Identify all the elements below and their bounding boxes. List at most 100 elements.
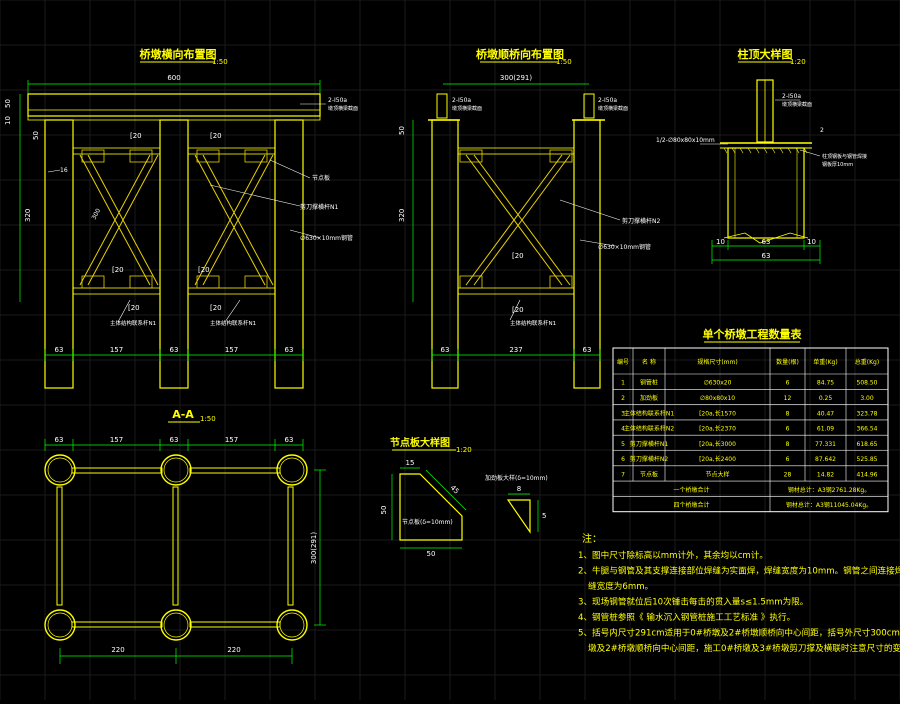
side-c20-label: [20 — [512, 252, 524, 260]
table-cell: [20a,长1570 — [699, 409, 736, 417]
dtop-pipe — [727, 147, 805, 239]
table-header-cell: 规格尺寸(mm) — [697, 358, 737, 366]
dtop-beam-label-2: 墩顶横梁截面 — [782, 101, 812, 108]
section-pile-inner — [47, 612, 73, 638]
table-cell: 4 — [621, 426, 625, 433]
table-cell: 2 — [621, 395, 625, 402]
table-cell: 3.00 — [860, 395, 874, 402]
dim-label: 237 — [509, 346, 522, 354]
section-pile-inner — [279, 457, 305, 483]
front-c20-mid-1: [20 — [112, 266, 124, 274]
stiffener-dim-top: 8 — [517, 485, 521, 493]
dtop-break-line — [723, 232, 809, 244]
note-line: 5、括号内尺寸291cm适用于0#桥墩及2#桥墩顺桥向中心间距，括号外尺寸300… — [578, 627, 900, 639]
node-scale: 1:20 — [456, 446, 472, 454]
front-c20-bot-2: [20 — [210, 304, 222, 312]
table-header-cell: 编号 — [617, 358, 629, 366]
front-side-num: 16 — [60, 167, 68, 174]
table-cell: 剪刀撑横杆N1 — [630, 440, 668, 448]
table-cell: 6 — [621, 456, 625, 463]
table-cell: 87.642 — [815, 456, 836, 463]
dim-label: 157 — [225, 346, 238, 354]
front-dim-height: 320 — [24, 209, 32, 222]
dim-label: 63 — [170, 346, 179, 354]
table-cell: 618.65 — [857, 441, 878, 448]
side-node-plates — [459, 149, 573, 289]
side-beam-left-label: 2-I50a — [452, 97, 471, 104]
section-dim-top-ticks — [44, 439, 304, 451]
weld-mark — [755, 147, 760, 154]
front-c20-top-2: [20 — [210, 132, 222, 140]
note-line: 3、现场钢管就位后10次锤击每击的贯入量s≤1.5mm为限。 — [578, 596, 808, 608]
dtop-weld-marks — [723, 147, 808, 154]
section-dim-bottom-ticks — [59, 648, 293, 664]
side-pile-right — [573, 119, 601, 389]
dtop-dim-total: 63 — [762, 252, 771, 260]
table-cell: ∅80x80x10 — [700, 395, 735, 402]
note-line: 缝宽度为6mm。 — [588, 580, 653, 592]
front-tie-right-label: 主体结构联系杆N1 — [210, 319, 256, 327]
front-elevation-view: 桥墩横向布置图 1:50 600 50 10 50 320 — [4, 47, 358, 389]
dtop-dim-side: 2 — [820, 127, 824, 134]
node-title: 节点板大样图 — [390, 436, 450, 449]
table-cell: 1 — [621, 380, 625, 387]
table-cell: 366.54 — [857, 426, 878, 433]
weld-mark — [739, 147, 744, 154]
front-dim-top: 600 — [167, 74, 180, 82]
front-c20-mid-2: [20 — [198, 266, 210, 274]
front-x-brace-right — [194, 154, 274, 286]
table-cell: 主体结构联系杆N1 — [624, 409, 674, 417]
table-cell: 0.25 — [819, 395, 833, 402]
table-header-cell: 数量(根) — [776, 358, 799, 366]
front-pile-2 — [159, 119, 189, 389]
table-header-cell: 名 称 — [642, 358, 656, 366]
table-cell: 508.50 — [857, 380, 878, 387]
dim-label: 63 — [55, 346, 64, 354]
side-tie-label: 主体结构联系杆N1 — [510, 319, 556, 327]
section-pile — [44, 609, 76, 641]
front-scale: 1:50 — [212, 58, 228, 66]
section-scale: 1:50 — [200, 415, 216, 423]
dtop-leaders — [700, 99, 821, 157]
node-plate-label: 节点板(δ=10mm) — [402, 518, 453, 526]
front-tie-bot-left — [72, 287, 161, 295]
node-dim-left: 50 — [380, 506, 388, 515]
section-pile-inner — [47, 457, 73, 483]
dtop-dim-ticks — [711, 240, 821, 264]
front-c20-bot-1: [20 — [128, 304, 140, 312]
side-c20-bot-label: [20 — [512, 306, 524, 314]
section-pile — [160, 609, 192, 641]
dim-label: 63 — [583, 346, 592, 354]
section-dim-right: 300(291) — [310, 532, 318, 564]
node-dim-top: 15 — [406, 459, 415, 467]
notes-block: 注： 1、图中尺寸除标高以mm计外，其余均以cm计。2、牛腿与钢管及其支撑连接部… — [578, 532, 900, 654]
node-dim-bottom: 50 — [427, 550, 436, 558]
table-grid-lines — [612, 347, 889, 513]
dtop-scale: 1:20 — [790, 58, 806, 66]
weld-mark — [731, 147, 736, 154]
section-pile-circles — [44, 454, 308, 641]
front-tie-left-label: 主体结构联系杆N1 — [110, 319, 156, 327]
side-tie-bottom — [457, 287, 575, 295]
dtop-title: 柱顶大样图 — [738, 47, 793, 61]
table-summary-label: 四个桥墩合计 — [673, 501, 709, 509]
stiffener-detail-view: 加劲板大样(δ=10mm) 8 5 — [485, 474, 548, 534]
front-beam-note-2: 墩顶横梁截面 — [328, 105, 358, 112]
weld-mark — [723, 147, 728, 154]
front-tie-top-right — [187, 147, 276, 155]
front-diag-num: 300 — [91, 207, 103, 221]
table-cell: 加劲板 — [640, 394, 658, 402]
dtop-dim-right: 10 — [807, 238, 816, 246]
table-cell: 414.96 — [857, 471, 878, 478]
table-cell: 8 — [786, 410, 790, 417]
side-dim-upper: 50 — [398, 126, 406, 135]
table-cell: 323.78 — [857, 410, 878, 417]
table-cell: 40.47 — [817, 410, 834, 417]
front-dim-cap-gap: 10 — [4, 116, 12, 125]
stiffener-title: 加劲板大样(δ=10mm) — [485, 474, 548, 482]
note-line: 墩及2#桥墩顺桥向中心间距，施工0#桥墩及3#桥墩剪刀撑及横联时注意尺寸的变化。 — [588, 642, 900, 654]
